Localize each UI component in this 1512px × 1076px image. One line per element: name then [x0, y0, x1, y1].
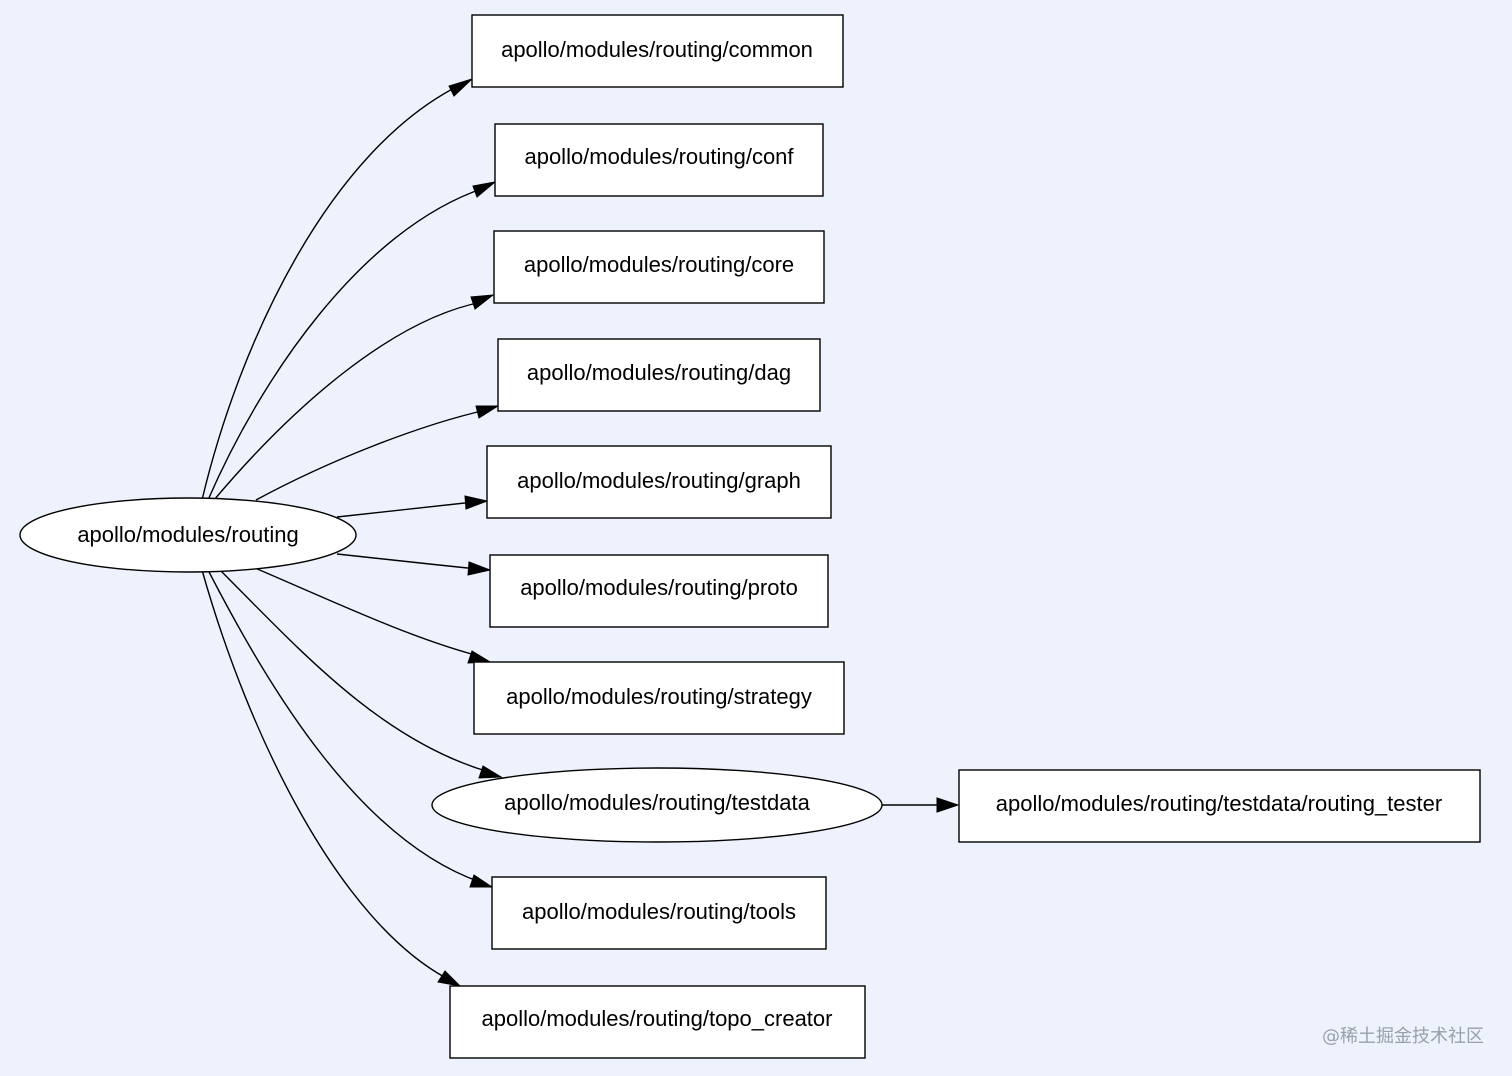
edge-root-to-topo-creator — [201, 569, 447, 979]
edge-root-to-core — [213, 301, 483, 501]
node-topo-creator-box — [449, 985, 866, 1059]
node-strategy-label: apollo/modules/routing/strategy — [506, 684, 812, 709]
edge-root-to-tools — [207, 569, 481, 883]
node-common-box — [471, 14, 844, 88]
node-root-shape — [19, 497, 357, 573]
node-routing-tester-box — [958, 769, 1481, 843]
node-strategy[interactable]: apollo/modules/routing/strategy — [473, 661, 845, 735]
node-tools[interactable]: apollo/modules/routing/tools — [491, 876, 827, 950]
edge-root-to-testdata — [219, 569, 490, 773]
node-common-label: apollo/modules/routing/common — [501, 37, 813, 62]
edge-root-to-proto — [336, 553, 478, 570]
arrowhead-proto — [467, 561, 492, 576]
arrowhead-graph — [464, 495, 489, 510]
edge-root-to-graph — [336, 501, 475, 518]
node-conf[interactable]: apollo/modules/routing/conf — [494, 123, 824, 197]
node-proto[interactable]: apollo/modules/routing/proto — [489, 554, 829, 628]
node-conf-box — [494, 123, 824, 197]
node-dag-box — [497, 338, 821, 412]
arrowhead-core — [470, 294, 495, 310]
arrowhead-conf — [472, 181, 497, 198]
node-dag-label: apollo/modules/routing/dag — [527, 360, 791, 385]
edge-root-to-common — [201, 84, 461, 501]
node-core-label: apollo/modules/routing/core — [524, 252, 794, 277]
node-common[interactable]: apollo/modules/routing/common — [471, 14, 844, 88]
edge-root-to-conf — [207, 187, 485, 501]
node-root[interactable]: apollo/modules/routing — [19, 497, 357, 573]
arrowhead-topo-creator — [437, 970, 462, 987]
node-testdata[interactable]: apollo/modules/routing/testdata — [431, 767, 883, 843]
edge-root-to-dag — [255, 409, 487, 501]
node-conf-label: apollo/modules/routing/conf — [524, 144, 794, 169]
node-proto-box — [489, 554, 829, 628]
node-tools-box — [491, 876, 827, 950]
node-topo-creator-label: apollo/modules/routing/topo_creator — [481, 1006, 832, 1031]
node-core[interactable]: apollo/modules/routing/core — [493, 230, 825, 304]
arrowhead-strategy — [467, 650, 492, 664]
node-strategy-box — [473, 661, 845, 735]
arrowhead-routing-tester — [936, 797, 960, 813]
node-graph-box — [486, 445, 832, 519]
watermark: @稀土掘金技术社区 — [1322, 1026, 1484, 1047]
node-testdata-shape — [431, 767, 883, 843]
edges — [201, 78, 960, 987]
node-proto-label: apollo/modules/routing/proto — [520, 575, 798, 600]
arrowhead-tools — [469, 874, 494, 888]
node-routing-tester-label: apollo/modules/routing/testdata/routing_… — [996, 791, 1442, 816]
arrowhead-testdata — [478, 765, 503, 779]
arrowhead-common — [448, 78, 473, 97]
node-testdata-label: apollo/modules/routing/testdata — [504, 790, 811, 815]
node-root-label: apollo/modules/routing — [77, 522, 298, 547]
edge-root-to-strategy — [254, 567, 480, 657]
arrowhead-dag — [475, 405, 500, 419]
node-routing-tester[interactable]: apollo/modules/routing/testdata/routing_… — [958, 769, 1481, 843]
node-graph[interactable]: apollo/modules/routing/graph — [486, 445, 832, 519]
node-core-box — [493, 230, 825, 304]
node-graph-label: apollo/modules/routing/graph — [517, 468, 801, 493]
node-dag[interactable]: apollo/modules/routing/dag — [497, 338, 821, 412]
node-topo-creator[interactable]: apollo/modules/routing/topo_creator — [449, 985, 866, 1059]
node-tools-label: apollo/modules/routing/tools — [522, 899, 796, 924]
